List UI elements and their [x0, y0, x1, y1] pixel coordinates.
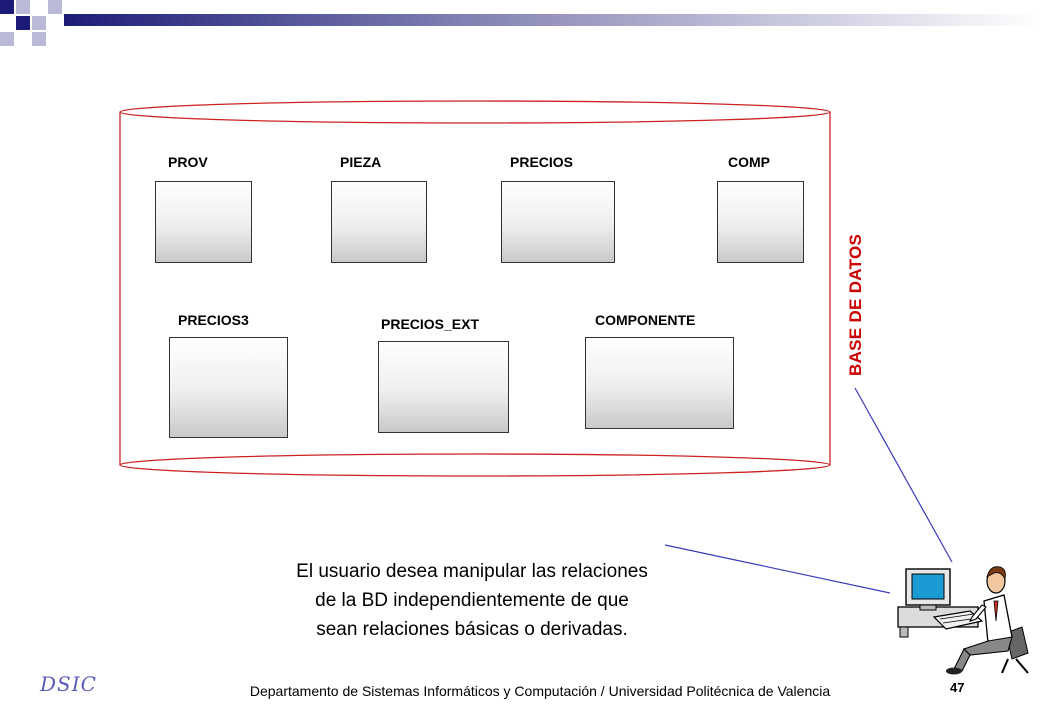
table-box-pieza [331, 181, 427, 263]
table-label-comp: COMP [728, 154, 770, 170]
user-computer-icon [897, 566, 1029, 675]
description-line-3: sean relaciones básicas o derivadas. [316, 619, 628, 640]
table-label-pieza: PIEZA [340, 154, 382, 170]
table-label-precios: PRECIOS [510, 154, 574, 170]
database-cylinder [119, 100, 831, 477]
table-box-precios3 [169, 337, 288, 438]
table-label-precios-ext: PRECIOS_EXT [381, 316, 480, 332]
page-number: 47 [950, 680, 965, 695]
table-label-prov: PROV [168, 154, 208, 170]
description-line-2: de la BD independientemente de que [315, 590, 629, 611]
header-banner [0, 0, 1040, 46]
table-box-precios-ext [378, 341, 509, 433]
table-label-componente: COMPONENTE [595, 312, 696, 328]
table-label-precios3: PRECIOS3 [178, 312, 249, 328]
description-line-1: El usuario desea manipular las relacione… [296, 561, 648, 582]
table-box-precios [501, 181, 615, 263]
table-box-componente [585, 337, 734, 429]
footer-text: Departamento de Sistemas Informáticos y … [249, 683, 831, 699]
table-box-prov [155, 181, 252, 263]
table-box-comp [717, 181, 804, 263]
description-text: El usuario desea manipular las relacione… [240, 557, 704, 644]
dsic-logo: DSIC [40, 672, 97, 696]
